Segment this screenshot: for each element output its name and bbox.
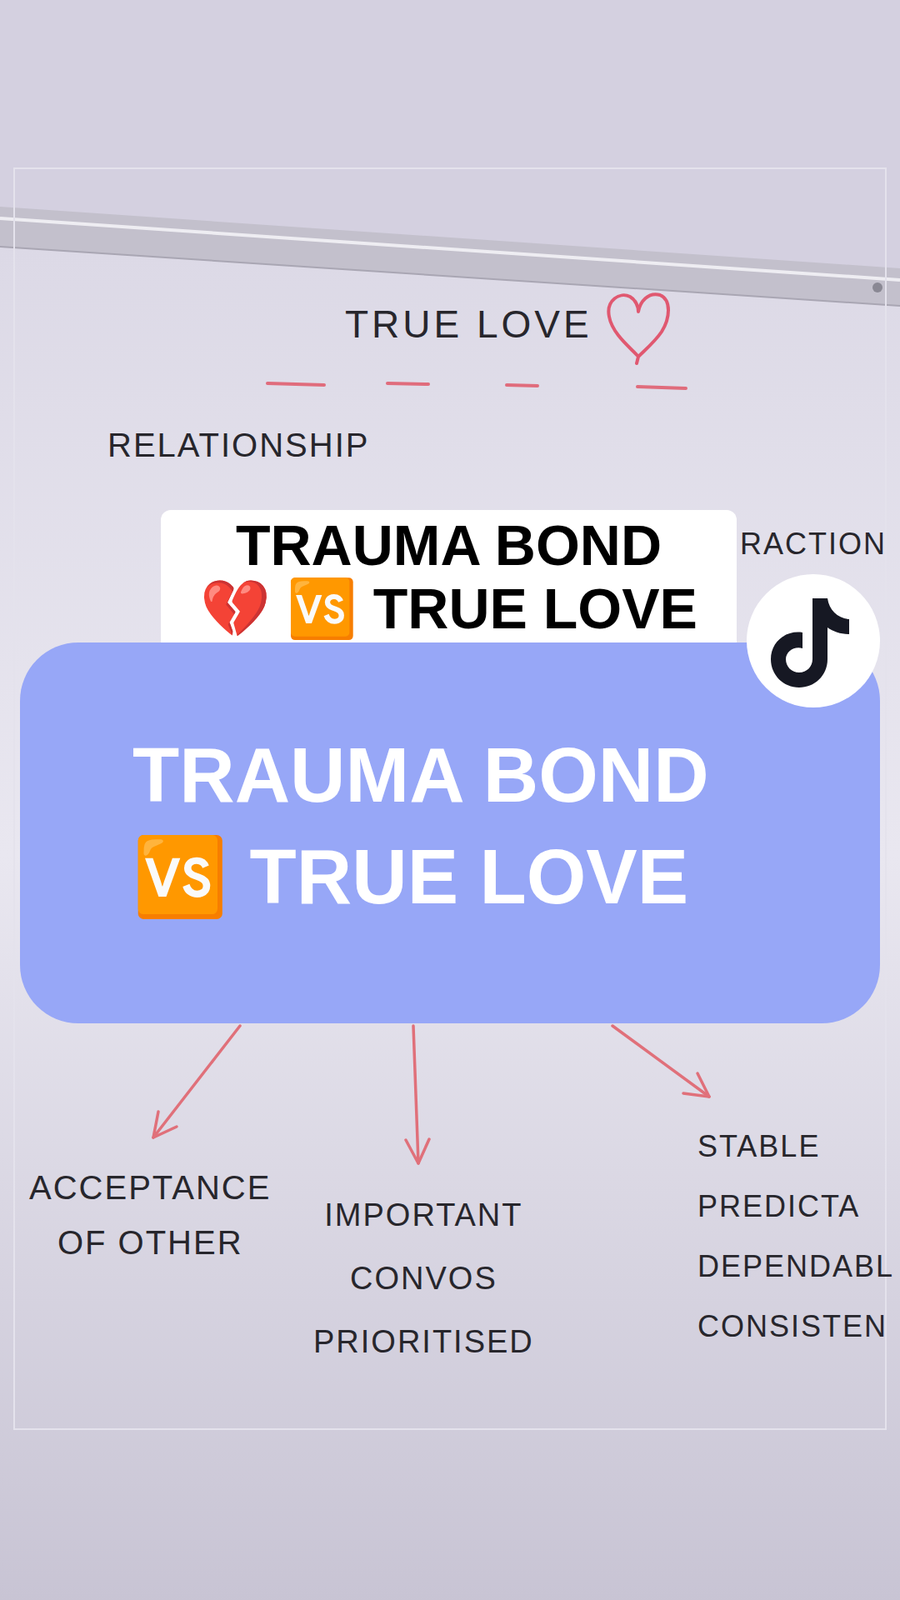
heart-symbol <box>608 294 669 364</box>
whiteboard-note: RELATIONSHIP <box>107 426 370 465</box>
branch-label: ACCEPTANCE OF OTHER <box>29 1160 271 1270</box>
arrow-head <box>405 1139 430 1164</box>
branch-label: IMPORTANT CONVOS PRIORITISED <box>313 1183 535 1374</box>
dash-underline <box>267 383 686 389</box>
frame-outline <box>14 168 886 1430</box>
arrow-head <box>683 1073 710 1097</box>
tiktok-logo <box>745 573 881 709</box>
logo-circle <box>746 574 880 708</box>
whiteboard-title: TRUE LOVE <box>345 301 593 347</box>
branch-label: STABLE PREDICTA DEPENDABL CONSISTEN <box>697 1116 894 1357</box>
rail-edge <box>0 246 900 306</box>
rail-screw <box>872 282 883 293</box>
board-rail <box>0 206 900 306</box>
arrow-line <box>153 1025 240 1138</box>
whiteboard <box>0 246 900 1600</box>
arrow-line <box>612 1025 710 1097</box>
arrows <box>153 1025 710 1164</box>
logo-note <box>770 598 850 688</box>
rail-highlight <box>0 218 900 280</box>
title-banner: TRAUMA BOND 🆚 TRUE LOVE <box>20 642 880 1024</box>
arrow-line <box>413 1025 419 1164</box>
arrow-head <box>153 1111 177 1138</box>
whiteboard-note: RACTION <box>740 526 887 562</box>
box-text: TRAUMA BOND 🆚 TRUE LOVE <box>132 724 755 928</box>
